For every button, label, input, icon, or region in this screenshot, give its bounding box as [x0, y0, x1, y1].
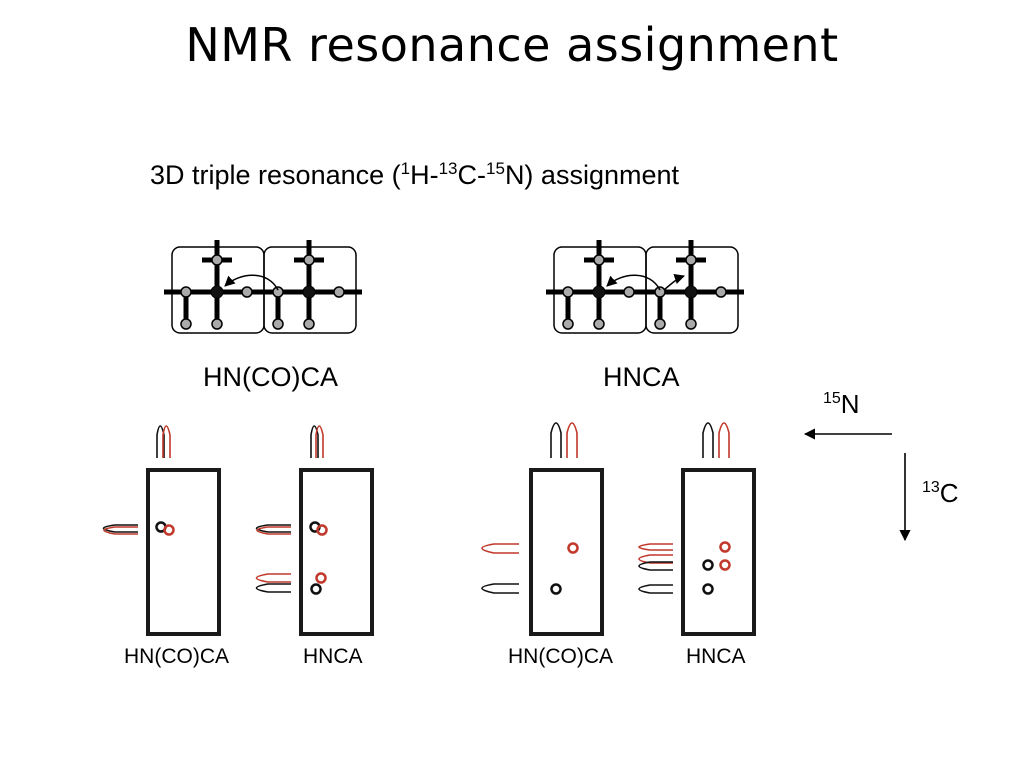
transfer-arrow — [224, 274, 279, 291]
subtitle-c: C- — [457, 160, 487, 190]
spectrum-4 — [638, 422, 756, 636]
n-axis-sup: 15 — [823, 390, 841, 407]
slide-title: NMR resonance assignment — [185, 18, 839, 72]
experiment-label-hncoca: HN(CO)CA — [203, 362, 338, 392]
hnca-residue-schematic — [546, 240, 744, 333]
spectrum-1 — [102, 425, 221, 636]
subtitle-sup-n: 15 — [486, 159, 505, 178]
spectrum-label-3: HN(CO)CA — [508, 645, 613, 668]
spectrum-label-2: HNCA — [303, 645, 363, 668]
subtitle-sup-h: 1 — [400, 159, 411, 178]
c-axis-label: 13C — [922, 478, 959, 509]
subtitle-prefix: 3D triple resonance ( — [150, 160, 401, 190]
transfer-arrow — [606, 274, 661, 291]
c-axis-text: C — [939, 478, 959, 508]
hncoca-residue-schematic — [164, 240, 362, 333]
experiment-label-hnca: HNCA — [603, 362, 680, 392]
c-axis-sup: 13 — [922, 479, 940, 496]
transfer-arrow — [663, 274, 685, 291]
subtitle-suffix: N) assignment — [504, 160, 680, 190]
spectrum-3 — [481, 422, 604, 636]
spectrum-2 — [255, 425, 374, 636]
n-axis-text: N — [840, 389, 860, 419]
spectrum-label-4: HNCA — [686, 645, 746, 668]
spectrum-label-1: HN(CO)CA — [124, 645, 229, 668]
subtitle-h: H- — [410, 160, 439, 190]
subtitle-sup-c: 13 — [438, 159, 458, 178]
subtitle: 3D triple resonance (1H-13C-15N) assignm… — [150, 160, 679, 191]
n-axis-label: 15N — [823, 389, 860, 420]
